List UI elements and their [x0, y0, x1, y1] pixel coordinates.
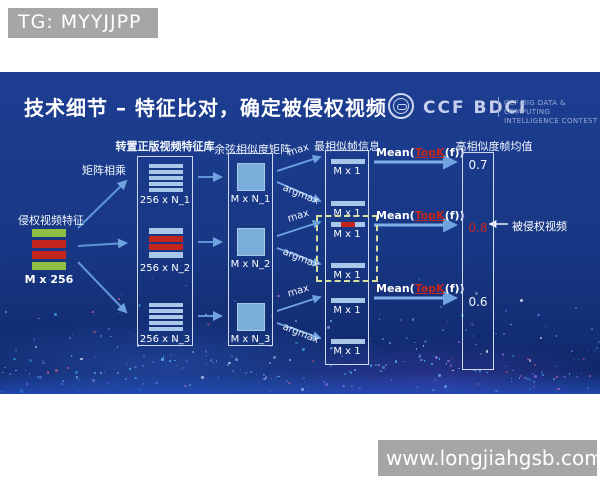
- cosine-matrix-2-icon: [237, 228, 265, 256]
- source-feature-label: 侵权视频特征: [18, 214, 84, 227]
- frame-vector-5: [331, 298, 365, 303]
- scores-container: 0.7 0.8 0.6: [462, 152, 494, 370]
- score-value-3: 0.6: [468, 295, 488, 309]
- argmax-label-2: argmax: [280, 246, 321, 271]
- matrix-stripe: [149, 170, 183, 174]
- arrow-source-to-lib2: [77, 238, 128, 249]
- contest-tagline: CCF BIG DATA & COMPUTING INTELLIGENCE CO…: [504, 99, 600, 126]
- library-matrix-1-icon: [149, 164, 183, 194]
- page-title: 技术细节 – 特征比对，确定被侵权视频: [24, 96, 387, 120]
- frame-vector-label: M x 1: [333, 208, 361, 219]
- arrow-max-3: [276, 294, 322, 312]
- logo-divider: [498, 97, 499, 117]
- cosine-dim-1: M x N_1: [230, 194, 271, 205]
- matrix-stripe: [149, 315, 183, 319]
- mean-topk: TopK: [414, 209, 445, 222]
- mean-prefix: Mean(: [376, 282, 415, 295]
- frame-vector-label: M x 1: [333, 270, 361, 281]
- frame-vector-4: [331, 263, 365, 268]
- mean-prefix: Mean(: [376, 209, 415, 222]
- cosine-dim-3: M x N_3: [230, 334, 271, 345]
- frame-vector-label: M x 1: [333, 346, 361, 357]
- matrix-stripe: [32, 229, 66, 237]
- matrix-stripe: [32, 251, 66, 259]
- cosine-matrix-3-icon: [237, 303, 265, 331]
- frame-vector-1: [331, 159, 365, 164]
- library-matrix-3-icon: [149, 303, 183, 333]
- matrix-stripe: [32, 240, 66, 248]
- library-header: 转置正版视频特征库: [115, 140, 215, 153]
- frame-vector-label: M x 1: [333, 229, 361, 240]
- argmax-label-3: argmax: [280, 321, 321, 346]
- cosine-matrix-1-icon: [237, 163, 265, 191]
- frame-vector-label: M x 1: [333, 305, 361, 316]
- frame-vector-6: [331, 339, 365, 344]
- source-dim-label: M x 256: [24, 273, 74, 286]
- infringed-video-label: 被侵权视频: [512, 220, 567, 233]
- library-dim-2: 256 x N_2: [139, 263, 191, 274]
- matrix-stripe: [149, 327, 183, 331]
- contest-tagline-line2: INTELLIGENCE CONTEST: [504, 117, 598, 126]
- matrix-stripe: [149, 236, 183, 242]
- library-dim-1: 256 x N_1: [139, 195, 191, 206]
- matrix-stripe: [149, 182, 183, 186]
- matched-frame-highlight: [341, 222, 356, 227]
- arrow-source-to-lib3: [77, 261, 128, 314]
- mean-topk: TopK: [414, 282, 445, 295]
- mean-topk-label-1: Mean(TopK(f)): [376, 146, 466, 159]
- ccf-seal-logo: [388, 93, 414, 119]
- matrix-stripe: [149, 228, 183, 234]
- library-container: 256 x N_1 256 x N_2 256 x N_3: [137, 156, 193, 346]
- matrix-stripe: [149, 309, 183, 313]
- frame-vector-2: [331, 201, 365, 206]
- arrow-source-to-lib1: [77, 179, 128, 229]
- mean-suffix: (f)): [444, 209, 465, 222]
- mean-suffix: (f)): [444, 282, 465, 295]
- max-label-2: max: [286, 207, 311, 225]
- score-value-1: 0.7: [468, 158, 488, 172]
- frame-vector-label: M x 1: [333, 166, 361, 177]
- site-watermark-badge: www.longjiahgsb.com: [378, 440, 600, 476]
- max-label-3: max: [286, 282, 311, 300]
- presentation-slide: 技术细节 – 特征比对，确定被侵权视频 CCF BDCI CCF BIG DAT…: [0, 72, 600, 394]
- frames-container: M x 1 M x 1 M x 1 M x 1 M x 1 M x 1: [325, 150, 369, 365]
- scores-header: 高相似度帧均值: [455, 140, 533, 153]
- site-watermark-text: www.longjiahgsb.com: [386, 446, 600, 470]
- matrix-stripe: [32, 262, 66, 270]
- matrix-stripe: [149, 252, 183, 258]
- arrow-max-1: [276, 154, 322, 172]
- tg-watermark-text: TG: MYYJJPP: [18, 11, 142, 33]
- frame-vector-3: [331, 222, 365, 227]
- matrix-stripe: [149, 188, 183, 192]
- arrow-max-2: [276, 219, 322, 237]
- mean-prefix: Mean(: [376, 146, 415, 159]
- matrix-stripe: [149, 244, 183, 250]
- frames-header: 最相似帧信息: [314, 140, 380, 153]
- multiply-label: 矩阵相乘: [82, 164, 126, 177]
- matched-group-highlight-box: [316, 215, 378, 282]
- mean-topk-label-3: Mean(TopK(f)): [376, 282, 466, 295]
- argmax-label-1: argmax: [280, 182, 321, 207]
- contest-tagline-line1: CCF BIG DATA & COMPUTING: [504, 99, 566, 117]
- matrix-stripe: [149, 164, 183, 168]
- ccf-bdci-wordmark: CCF BDCI: [423, 98, 528, 118]
- library-matrix-2-icon: [149, 228, 183, 260]
- score-value-2-highlighted: 0.8: [468, 221, 488, 235]
- tg-watermark-badge: TG: MYYJJPP: [8, 8, 158, 38]
- source-matrix-icon: [32, 229, 66, 273]
- matrix-stripe: [149, 321, 183, 325]
- matrix-stripe: [149, 303, 183, 307]
- mean-topk-label-2: Mean(TopK(f)): [376, 209, 466, 222]
- cosine-container: M x N_1 M x N_2 M x N_3: [228, 153, 273, 346]
- cosine-header: 余弦相似度矩阵: [214, 143, 291, 156]
- matrix-stripe: [149, 176, 183, 180]
- mean-suffix: (f)): [444, 146, 465, 159]
- mean-topk: TopK: [414, 146, 445, 159]
- library-dim-3: 256 x N_3: [139, 334, 191, 345]
- cosine-dim-2: M x N_2: [230, 259, 271, 270]
